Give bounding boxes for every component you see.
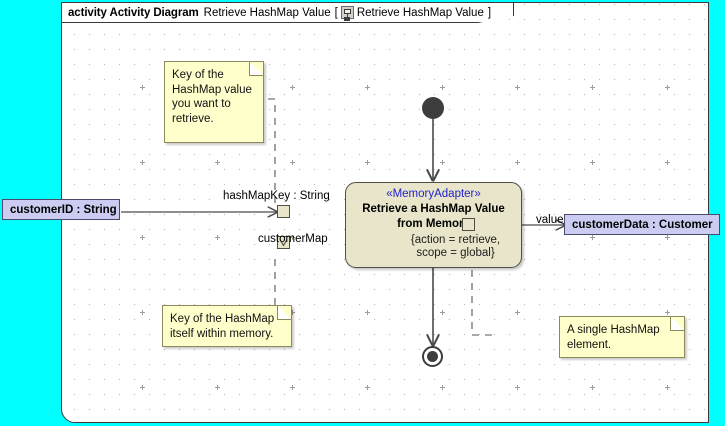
grid-cross: [665, 235, 670, 240]
grid-cross: [140, 310, 145, 315]
note-top[interactable]: Key of the HashMap value you want to ret…: [164, 61, 264, 143]
grid-cross: [215, 160, 220, 165]
input-pin-hashmapkey[interactable]: [277, 205, 290, 218]
grid-cross: [515, 385, 520, 390]
grid-cross: [140, 85, 145, 90]
activity-parameter-customerid[interactable]: customerID : String: [2, 199, 120, 220]
note-br-line1: A single HashMap: [567, 324, 660, 336]
grid-cross: [215, 235, 220, 240]
note-bottom-left[interactable]: Key of the HashMap itself within memory.: [162, 305, 292, 347]
frame-bracket-open: [: [334, 6, 338, 19]
activity-final-node[interactable]: [422, 346, 443, 367]
action-retrieve-hashmap-value[interactable]: «MemoryAdapter» Retrieve a HashMap Value…: [345, 182, 522, 268]
action-properties-line2: scope = global}: [416, 247, 495, 259]
grid-cross: [515, 310, 520, 315]
grid-cross: [665, 385, 670, 390]
frame-bracket-label: Retrieve HashMap Value: [356, 6, 484, 19]
initial-node[interactable]: [422, 97, 444, 119]
grid-cross: [290, 85, 295, 90]
grid-cross: [365, 85, 370, 90]
frame-header: activity Activity Diagram Retrieve HashM…: [62, 3, 515, 23]
grid-cross: [440, 310, 445, 315]
note-br-line2: element.: [567, 338, 612, 351]
note-top-line3: you want to: [172, 98, 231, 110]
frame-bracket-close: ]: [487, 6, 492, 19]
grid-cross: [665, 310, 670, 315]
action-stereotype: «MemoryAdapter»: [386, 188, 481, 200]
note-bottom-right[interactable]: A single HashMap element.: [559, 316, 685, 358]
output-pin-value[interactable]: [462, 218, 475, 231]
grid-cross: [440, 160, 445, 165]
frame-diagram-name: Retrieve HashMap Value: [203, 6, 331, 19]
action-properties-line1: {action = retrieve,: [410, 234, 501, 246]
activity-diagram-icon: [340, 6, 354, 19]
grid-cross: [140, 235, 145, 240]
pin-label-customermap: customerMap: [258, 233, 328, 245]
grid-cross: [590, 85, 595, 90]
grid-cross: [290, 160, 295, 165]
grid-cross: [140, 385, 145, 390]
frame-keyword: activity Activity Diagram: [68, 6, 199, 19]
grid-cross: [665, 160, 670, 165]
note-bl-line1: Key of the HashMap: [170, 313, 275, 325]
grid-cross: [365, 310, 370, 315]
diagram-frame: activity Activity Diagram Retrieve HashM…: [61, 2, 709, 423]
grid-cross: [215, 385, 220, 390]
grid-cross: [140, 160, 145, 165]
grid-cross: [665, 85, 670, 90]
grid-cross: [440, 385, 445, 390]
note-fold-icon: [670, 316, 685, 331]
note-fold-icon: [277, 305, 292, 320]
grid-cross: [590, 385, 595, 390]
note-top-line1: Key of the: [172, 69, 224, 81]
grid-cross: [590, 160, 595, 165]
action-title-line1: Retrieve a HashMap Value: [362, 203, 505, 215]
grid-cross: [365, 385, 370, 390]
grid-cross: [590, 235, 595, 240]
note-bl-line2: itself within memory.: [170, 327, 274, 340]
pin-label-hashmapkey: hashMapKey : String: [223, 190, 330, 202]
note-fold-icon: [249, 61, 264, 76]
action-title-line2: from Memory: [397, 218, 470, 230]
grid-cross: [290, 385, 295, 390]
grid-cross: [440, 85, 445, 90]
grid-cross: [365, 160, 370, 165]
activity-parameter-customerdata[interactable]: customerData : Customer: [564, 214, 720, 235]
note-top-line4: retrieve.: [172, 112, 214, 125]
grid-cross: [515, 160, 520, 165]
grid-cross: [515, 85, 520, 90]
note-top-line2: HashMap value: [172, 83, 252, 96]
